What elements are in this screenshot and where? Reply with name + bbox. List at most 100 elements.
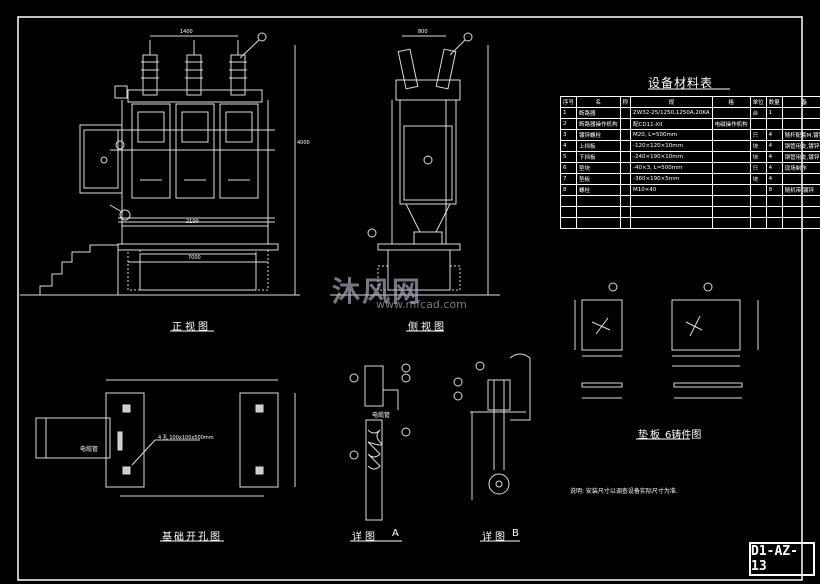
table-cell: 镀锌螺栓	[576, 129, 621, 141]
drawing-number: D1-AZ-13	[749, 542, 815, 576]
base-plates	[574, 282, 759, 399]
detail-b-title: 详图	[482, 532, 508, 543]
watermark-logo: 沐风网	[332, 275, 423, 308]
table-cell	[711, 129, 751, 141]
front-view	[20, 32, 300, 296]
table-cell	[619, 184, 632, 196]
table-cell	[711, 206, 751, 218]
table-cell	[781, 107, 820, 119]
table-cell	[559, 206, 578, 218]
table-cell: 台	[749, 107, 767, 119]
table-cell	[711, 184, 751, 196]
dim-front-base: 7000	[188, 255, 201, 261]
table-cell: 块	[749, 151, 767, 163]
cable-pipe-label: 电缆管	[80, 446, 99, 453]
table-cell: 钢管用支,镀锌	[781, 140, 820, 152]
detail-b	[453, 353, 531, 500]
table-cell	[765, 217, 783, 229]
table-cell: -120×120×10mm	[630, 140, 713, 152]
table-cell	[711, 107, 751, 119]
table-cell	[781, 206, 820, 218]
table-cell: 上挡板	[576, 140, 621, 152]
table-cell: 螺栓	[576, 184, 621, 196]
table-cell: 配CD11-XII	[630, 118, 713, 130]
table-cell	[711, 151, 751, 163]
table-cell: 4	[559, 140, 578, 152]
dim-front-width: 2100	[186, 219, 199, 225]
table-cell	[619, 140, 632, 152]
material-table-title: 设备材料表	[648, 76, 714, 90]
table-cell	[619, 162, 632, 174]
table-cell: 4	[765, 151, 783, 163]
watermark-url: www.mfcad.com	[376, 298, 467, 311]
table-cell	[619, 206, 632, 218]
foundation-plan	[35, 379, 296, 497]
table-cell	[749, 184, 767, 196]
table-cell	[559, 217, 578, 229]
table-cell: 7	[559, 173, 578, 185]
table-cell: 垫板	[576, 173, 621, 185]
table-cell: 3	[559, 129, 578, 141]
material-table-row	[559, 195, 820, 207]
table-cell	[765, 118, 783, 130]
table-cell: 钢管用支,镀锌	[781, 151, 820, 163]
table-cell	[711, 162, 751, 174]
sheet-border	[17, 16, 803, 581]
detail-a-letter: A	[392, 528, 399, 539]
detail-a-cable-pipe-label: 电缆管	[372, 412, 391, 419]
header-cell: 备	[781, 96, 820, 108]
material-table-row	[559, 206, 820, 218]
table-cell	[749, 195, 767, 207]
table-cell	[711, 195, 751, 207]
table-cell	[711, 173, 751, 185]
header-cell: 规	[630, 96, 713, 108]
table-cell	[781, 173, 820, 185]
dim-front-top: 1400	[180, 29, 193, 35]
table-cell	[765, 206, 783, 218]
table-cell	[619, 129, 632, 141]
table-cell: ZW32-25/1250,1250A,20KA	[630, 107, 713, 119]
header-cell: 数量	[765, 96, 783, 108]
table-cell: 4	[765, 140, 783, 152]
table-cell: 电磁操作机构	[711, 118, 751, 130]
table-cell	[749, 118, 767, 130]
table-cell: -360×190×5mm	[630, 173, 713, 185]
table-cell: M20, L=500mm	[630, 129, 713, 141]
table-cell	[619, 173, 632, 185]
table-cell: 垫块	[576, 162, 621, 174]
table-cell	[781, 217, 820, 229]
holes-label: 4 孔 100x100x500mm	[158, 435, 214, 441]
table-cell: 5	[559, 151, 578, 163]
table-cell	[630, 206, 713, 218]
plate-title: 垫板	[638, 430, 662, 441]
dim-height: 4000	[297, 140, 310, 146]
table-cell: 6	[559, 162, 578, 174]
material-table: 序号 名 称 规 格 单位 数量 备 注 1断路器ZW32-25/1250,12…	[559, 96, 820, 229]
detail-a-title: 详图	[352, 532, 378, 543]
table-cell: 块	[749, 173, 767, 185]
side-view-title: 侧视图	[408, 322, 447, 333]
detail-b-letter: B	[512, 528, 519, 539]
table-cell: 8	[559, 184, 578, 196]
header-cell: 单位	[749, 96, 767, 108]
foundation-title: 基础开孔图	[162, 532, 222, 543]
table-cell: 1	[765, 107, 783, 119]
table-cell: M10×40	[630, 184, 713, 196]
plate-title-suffix: 6铸件图	[665, 430, 702, 441]
title-underlines	[160, 88, 730, 542]
table-cell: 4	[765, 162, 783, 174]
material-table-row	[559, 217, 820, 229]
table-cell: 2	[559, 118, 578, 130]
table-cell	[781, 195, 820, 207]
table-cell	[559, 195, 578, 207]
header-cell: 名	[576, 96, 621, 108]
table-cell	[749, 217, 767, 229]
table-cell: -240×190×10mm	[630, 151, 713, 163]
table-cell	[711, 217, 751, 229]
